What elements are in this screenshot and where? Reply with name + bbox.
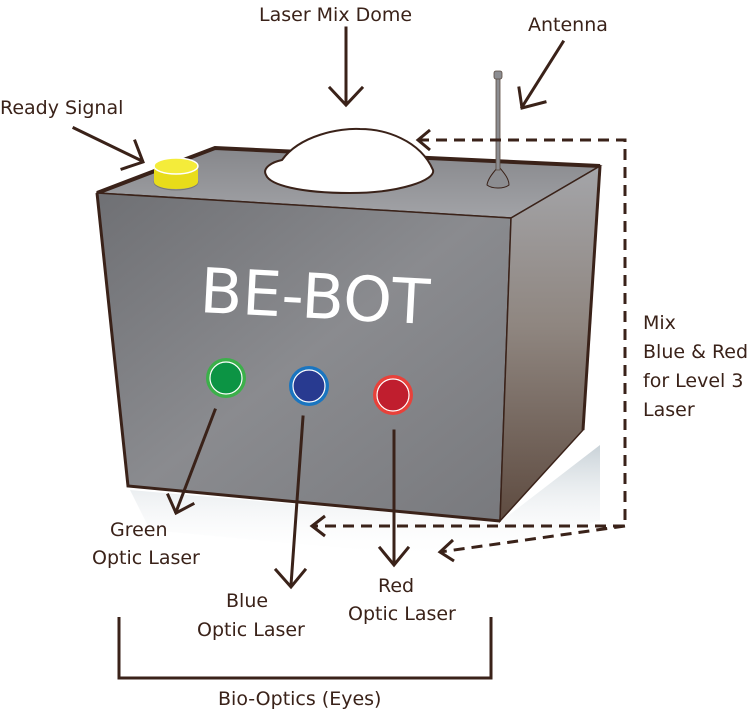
label-mix-line-4: Laser: [643, 399, 695, 421]
label-mix-line-2: Blue & Red: [643, 341, 748, 363]
label-mix-line-1: Mix: [643, 312, 676, 334]
label-bio-optics: Bio-Optics (Eyes): [218, 688, 381, 710]
label-antenna: Antenna: [528, 14, 608, 36]
bio-optics-bracket: [117, 617, 493, 680]
antenna-arrow: [517, 39, 566, 110]
label-ready-signal: Ready Signal: [0, 97, 123, 119]
ready-signal-arrow: [71, 125, 145, 171]
label-green-line-1: Green: [110, 519, 168, 541]
box-front: [96, 192, 512, 522]
green-optic-laser: [206, 358, 246, 398]
label-red-line-2: Optic Laser: [348, 603, 456, 625]
label-red-line-1: Red: [378, 575, 414, 597]
robot-name-title: BE-BOT: [198, 254, 433, 339]
label-blue-line-1: Blue: [226, 590, 268, 612]
green-laser-arrow: [166, 408, 217, 516]
mix-path-dashed: [309, 128, 627, 563]
label-mix-line-3: for Level 3: [643, 370, 743, 392]
antenna-icon: [486, 70, 510, 189]
red-laser-arrow: [377, 429, 411, 568]
laser-mix-dome-arrow: [327, 26, 365, 108]
blue-laser-arrow: [273, 415, 308, 590]
floor-shadow: [130, 445, 600, 560]
label-laser-mix-dome: Laser Mix Dome: [259, 4, 412, 26]
ready-signal-light: [154, 175, 198, 189]
red-optic-laser: [373, 375, 413, 415]
label-blue-line-2: Optic Laser: [197, 619, 305, 641]
blue-optic-laser: [289, 366, 329, 406]
laser-mix-dome: [264, 127, 435, 195]
label-green-line-2: Optic Laser: [92, 547, 200, 569]
